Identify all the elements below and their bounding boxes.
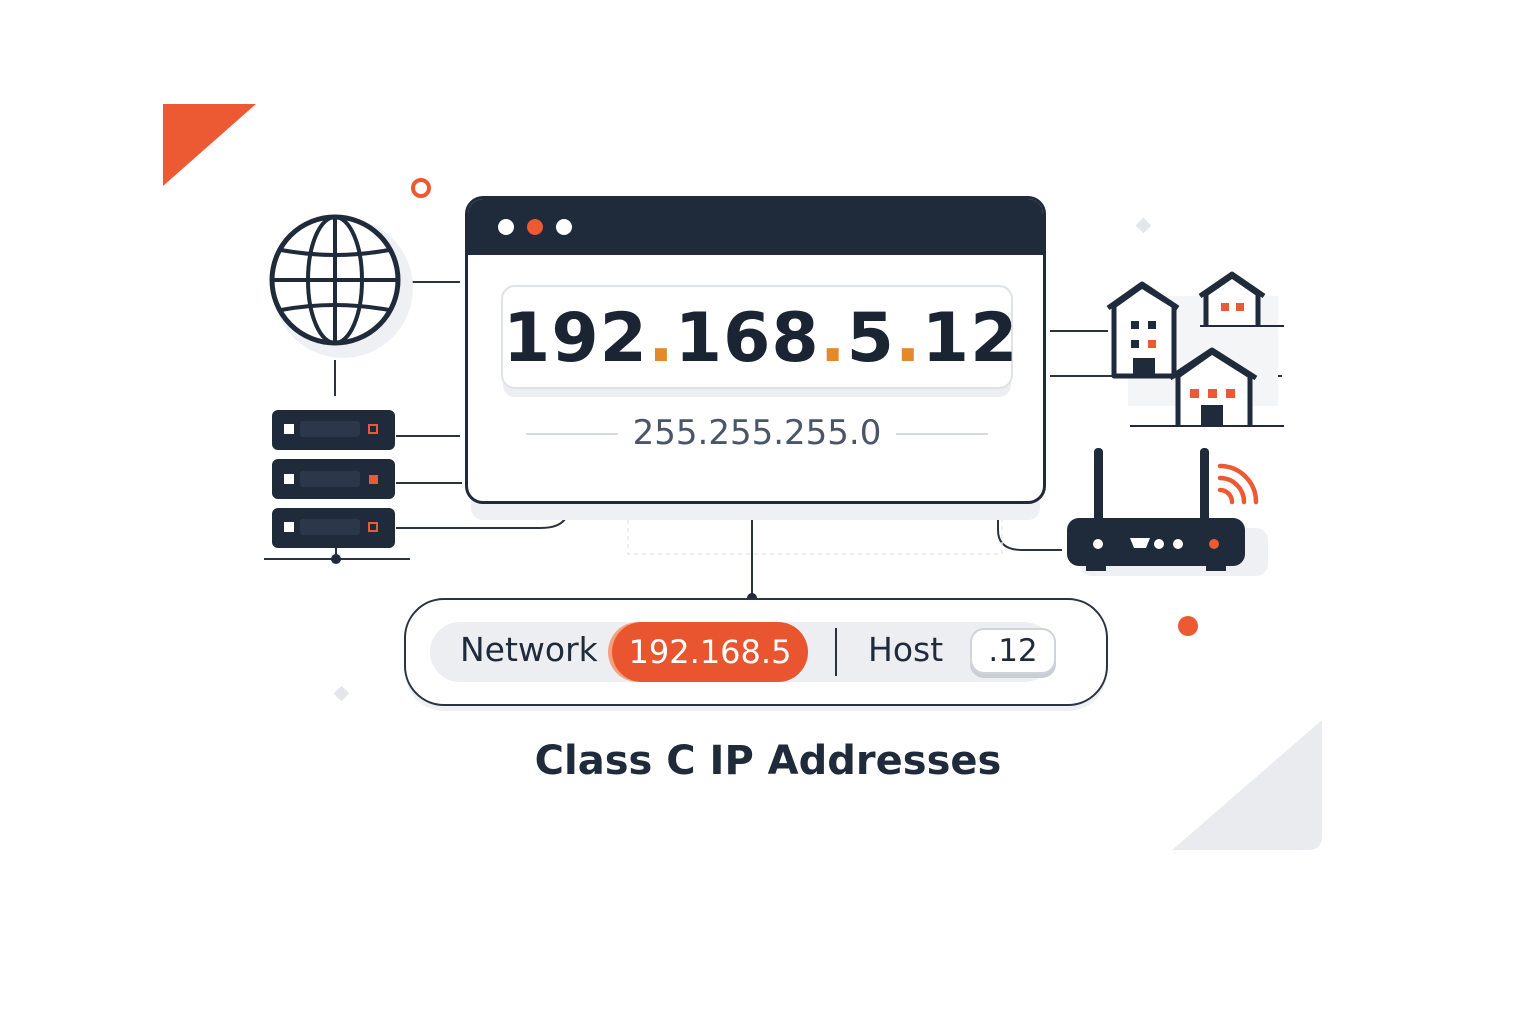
ip-octet: 168 <box>674 299 820 378</box>
house-icon <box>1106 281 1180 379</box>
ip-octet: 5 <box>846 299 895 378</box>
divider <box>526 433 618 435</box>
network-portion-badge: 192.168.5 <box>612 622 808 682</box>
globe-icon <box>269 214 413 358</box>
window-dot-icon <box>527 219 543 235</box>
house-icon <box>1198 271 1266 326</box>
wifi-router-icon <box>1067 448 1268 576</box>
host-portion-badge: .12 <box>970 628 1056 674</box>
decor-dot-icon <box>1178 616 1198 636</box>
subnet-mask: 255.255.255.0 <box>632 413 882 453</box>
decor-diamond-icon <box>1135 217 1152 234</box>
corner-triangle-shape <box>163 104 256 186</box>
ip-address: 192.168.5.12 <box>503 299 1017 378</box>
ip-window: 192.168.5.12 255.255.255.0 <box>465 196 1046 504</box>
ip-address-box: 192.168.5.12 <box>501 285 1017 389</box>
ip-octet: 192 <box>503 299 648 378</box>
window-dot-icon <box>498 219 514 235</box>
breakdown-track: Network 192.168.5 Host .12 <box>430 622 1056 682</box>
octet-separator: . <box>894 299 922 378</box>
host-label: Host <box>868 630 944 669</box>
window-titlebar <box>468 199 1043 255</box>
server-rack-icon <box>272 410 395 548</box>
server-unit-icon <box>272 410 395 450</box>
diagram-caption: Class C IP Addresses <box>534 738 1002 784</box>
window-dot-icon <box>556 219 572 235</box>
network-host-breakdown: Network 192.168.5 Host .12 <box>404 598 1108 706</box>
corner-triangle-grey-shape <box>1172 720 1322 850</box>
decor-ring-icon <box>411 178 431 198</box>
divider <box>835 628 837 676</box>
subnet-mask-row: 255.255.255.0 <box>526 411 988 455</box>
server-unit-icon <box>272 459 395 499</box>
wifi-signal-icon <box>1217 463 1259 505</box>
network-label: Network <box>460 630 598 669</box>
divider <box>896 433 988 435</box>
octet-separator: . <box>819 299 847 378</box>
decor-diamond-icon <box>333 685 350 702</box>
server-unit-icon <box>272 508 395 548</box>
ip-octet: 12 <box>921 299 1019 378</box>
octet-separator: . <box>647 299 675 378</box>
